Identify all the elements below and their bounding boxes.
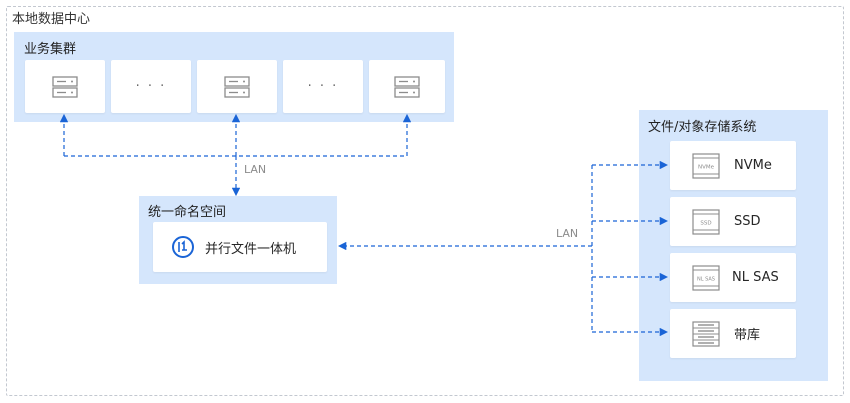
server-icon bbox=[224, 75, 250, 98]
datacenter-frame bbox=[6, 6, 844, 396]
storage-label-tape-library: 带库 bbox=[734, 328, 761, 343]
storage-label-nl-sas: NL SAS bbox=[732, 270, 779, 285]
storage-item-nl-sas[interactable]: NL SAS NL SAS bbox=[670, 253, 796, 302]
server-icon bbox=[52, 75, 78, 98]
appliance-logo-icon bbox=[172, 236, 194, 258]
ssd-disk-icon: SSD bbox=[692, 208, 720, 235]
appliance-label: 并行文件一体机 bbox=[205, 241, 297, 257]
storage-label-nvme: NVMe bbox=[734, 158, 772, 173]
more-servers-card: · · · bbox=[111, 60, 191, 113]
nl-sas-disk-icon: NL SAS bbox=[692, 264, 720, 291]
nvme-icon-text: NVMe bbox=[698, 164, 715, 170]
more-servers-card: · · · bbox=[283, 60, 363, 113]
lan-label-right: LAN bbox=[556, 227, 579, 240]
storage-item-ssd[interactable]: SSD SSD bbox=[670, 197, 796, 246]
server-card[interactable] bbox=[197, 60, 277, 113]
server-card[interactable] bbox=[369, 60, 445, 113]
ellipsis-text: · · · bbox=[135, 79, 167, 94]
datacenter-title: 本地数据中心 bbox=[12, 12, 91, 27]
nvme-disk-icon: NVMe bbox=[692, 152, 720, 179]
storage-item-tape-library[interactable]: 带库 bbox=[670, 309, 796, 358]
server-card[interactable] bbox=[25, 60, 105, 113]
storage-label-ssd: SSD bbox=[734, 214, 761, 229]
parallel-file-appliance-card[interactable]: 并行文件一体机 bbox=[153, 222, 327, 272]
server-icon bbox=[394, 75, 420, 98]
lan-label-top: LAN bbox=[244, 163, 267, 176]
storage-title: 文件/对象存储系统 bbox=[648, 120, 757, 135]
tape-library-icon bbox=[692, 320, 720, 347]
storage-item-nvme[interactable]: NVMe NVMe bbox=[670, 141, 796, 190]
business-cluster-title: 业务集群 bbox=[24, 42, 77, 57]
ssd-icon-text: SSD bbox=[700, 220, 711, 226]
nl-sas-icon-text: NL SAS bbox=[697, 276, 715, 282]
namespace-title: 统一命名空间 bbox=[148, 205, 227, 220]
ellipsis-text: · · · bbox=[307, 79, 339, 94]
